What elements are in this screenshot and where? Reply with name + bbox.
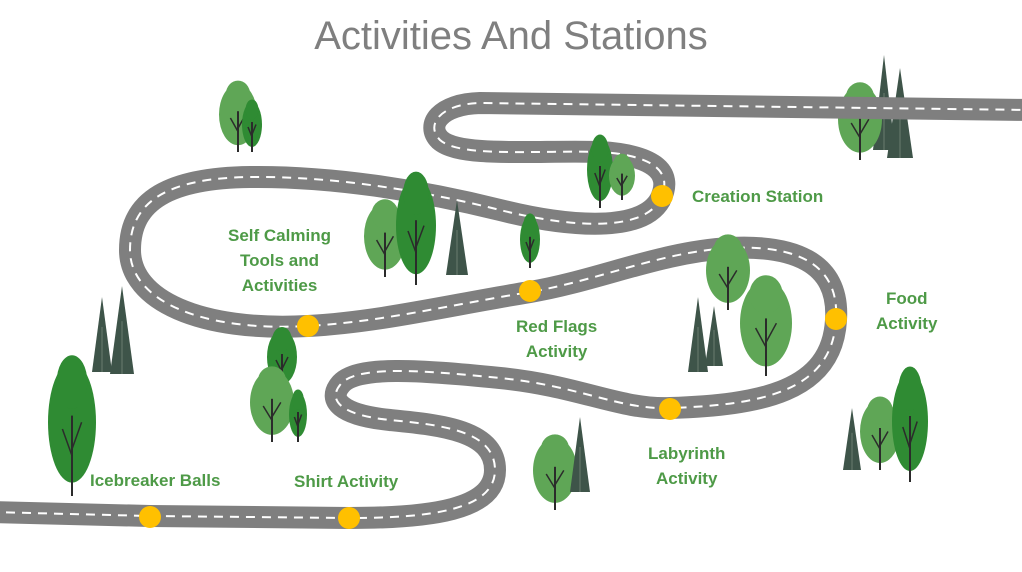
label-line: Labyrinth [648,444,726,463]
label-self-calming: Self Calming Tools and Activities [228,223,331,298]
station-marker [651,185,673,207]
tree-icon [396,171,436,285]
label-line: Activities [241,276,318,295]
foreground-trees [48,134,928,510]
pine-tree-icon [688,297,708,372]
tree-icon [48,355,96,496]
tree-icon [250,366,294,442]
station-marker [659,398,681,420]
pine-tree-icon [92,297,112,372]
tree-icon [364,199,406,277]
station-marker [338,507,360,529]
pine-tree-icon [110,286,134,374]
label-line: Red Flags [516,317,598,336]
tree-icon [520,213,540,268]
station-marker [825,308,847,330]
tree-icon [242,99,262,152]
label-labyrinth-activity: Labyrinth Activity [648,441,725,491]
label-creation-station: Creation Station [692,187,824,206]
label-line: Activity [876,314,938,333]
tree-icon [860,396,900,470]
label-red-flags: Red Flags Activity [516,314,597,364]
tree-icon [609,153,635,200]
label-line: Tools and [239,251,319,270]
tree-icon [533,434,577,510]
label-line: Activity [525,342,588,361]
label-food-activity: Food Activity [876,286,937,336]
label-line: Self Calming [228,226,331,245]
station-marker [139,506,161,528]
pine-tree-icon [570,417,590,492]
label-line: Food [885,289,928,308]
tree-icon [892,366,928,482]
tree-icon [706,234,750,310]
label-line: Activity [656,469,718,488]
station-markers [139,185,847,529]
tree-icon [289,389,307,442]
pine-tree-icon [446,200,468,275]
pine-tree-icon [843,408,861,470]
page-title: Activities And Stations [314,14,708,58]
tree-icon [740,275,792,376]
label-shirt-activity: Shirt Activity [294,472,399,491]
pine-tree-icon [705,306,723,366]
tree-icon [587,134,613,208]
label-icebreaker-balls: Icebreaker Balls [90,471,221,490]
station-marker [519,280,541,302]
station-marker [297,315,319,337]
